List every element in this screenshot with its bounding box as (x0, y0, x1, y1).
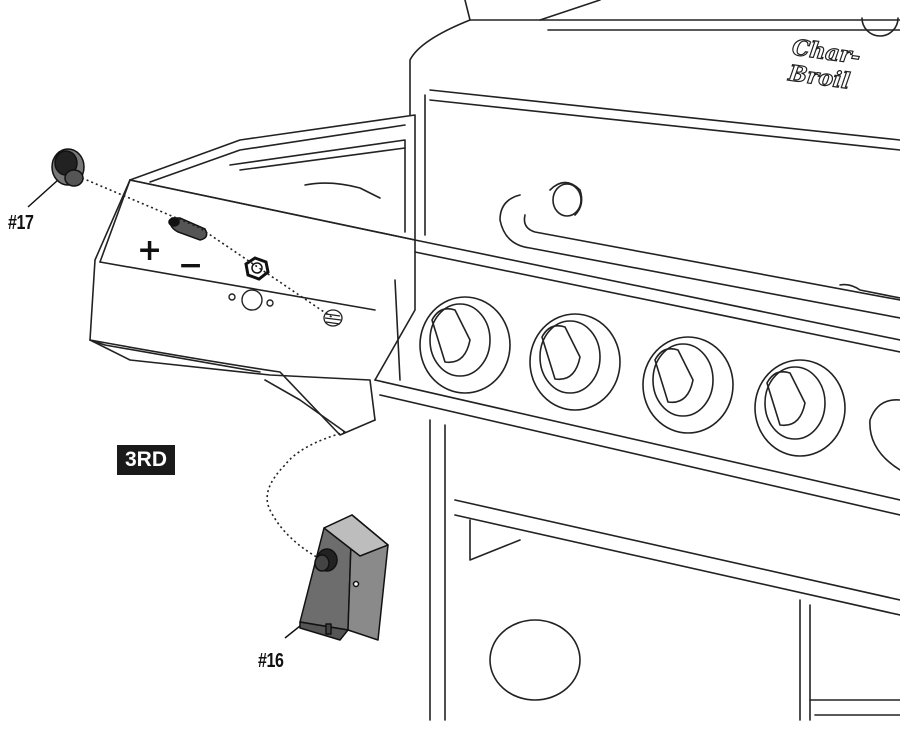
cabinet (429, 419, 900, 721)
polarity-plus: + (137, 233, 163, 268)
ignition-button (51, 148, 85, 187)
emblem-ring (861, 17, 899, 37)
leader-17 (27, 179, 59, 208)
cabinet-opening (489, 619, 581, 701)
slot-bezel (168, 217, 208, 241)
igniter-port (323, 309, 343, 327)
part-label-16: #16 (258, 650, 284, 672)
igniter-module (299, 514, 389, 641)
wire-path (266, 431, 346, 561)
control-panel (374, 239, 900, 516)
polarity-minus: − (178, 248, 204, 283)
lid-handle (499, 194, 900, 319)
control-knobs (419, 296, 900, 471)
assembly-line-17 (81, 177, 334, 319)
part-label-17: #17 (8, 212, 34, 234)
step-badge: 3RD (117, 445, 175, 475)
